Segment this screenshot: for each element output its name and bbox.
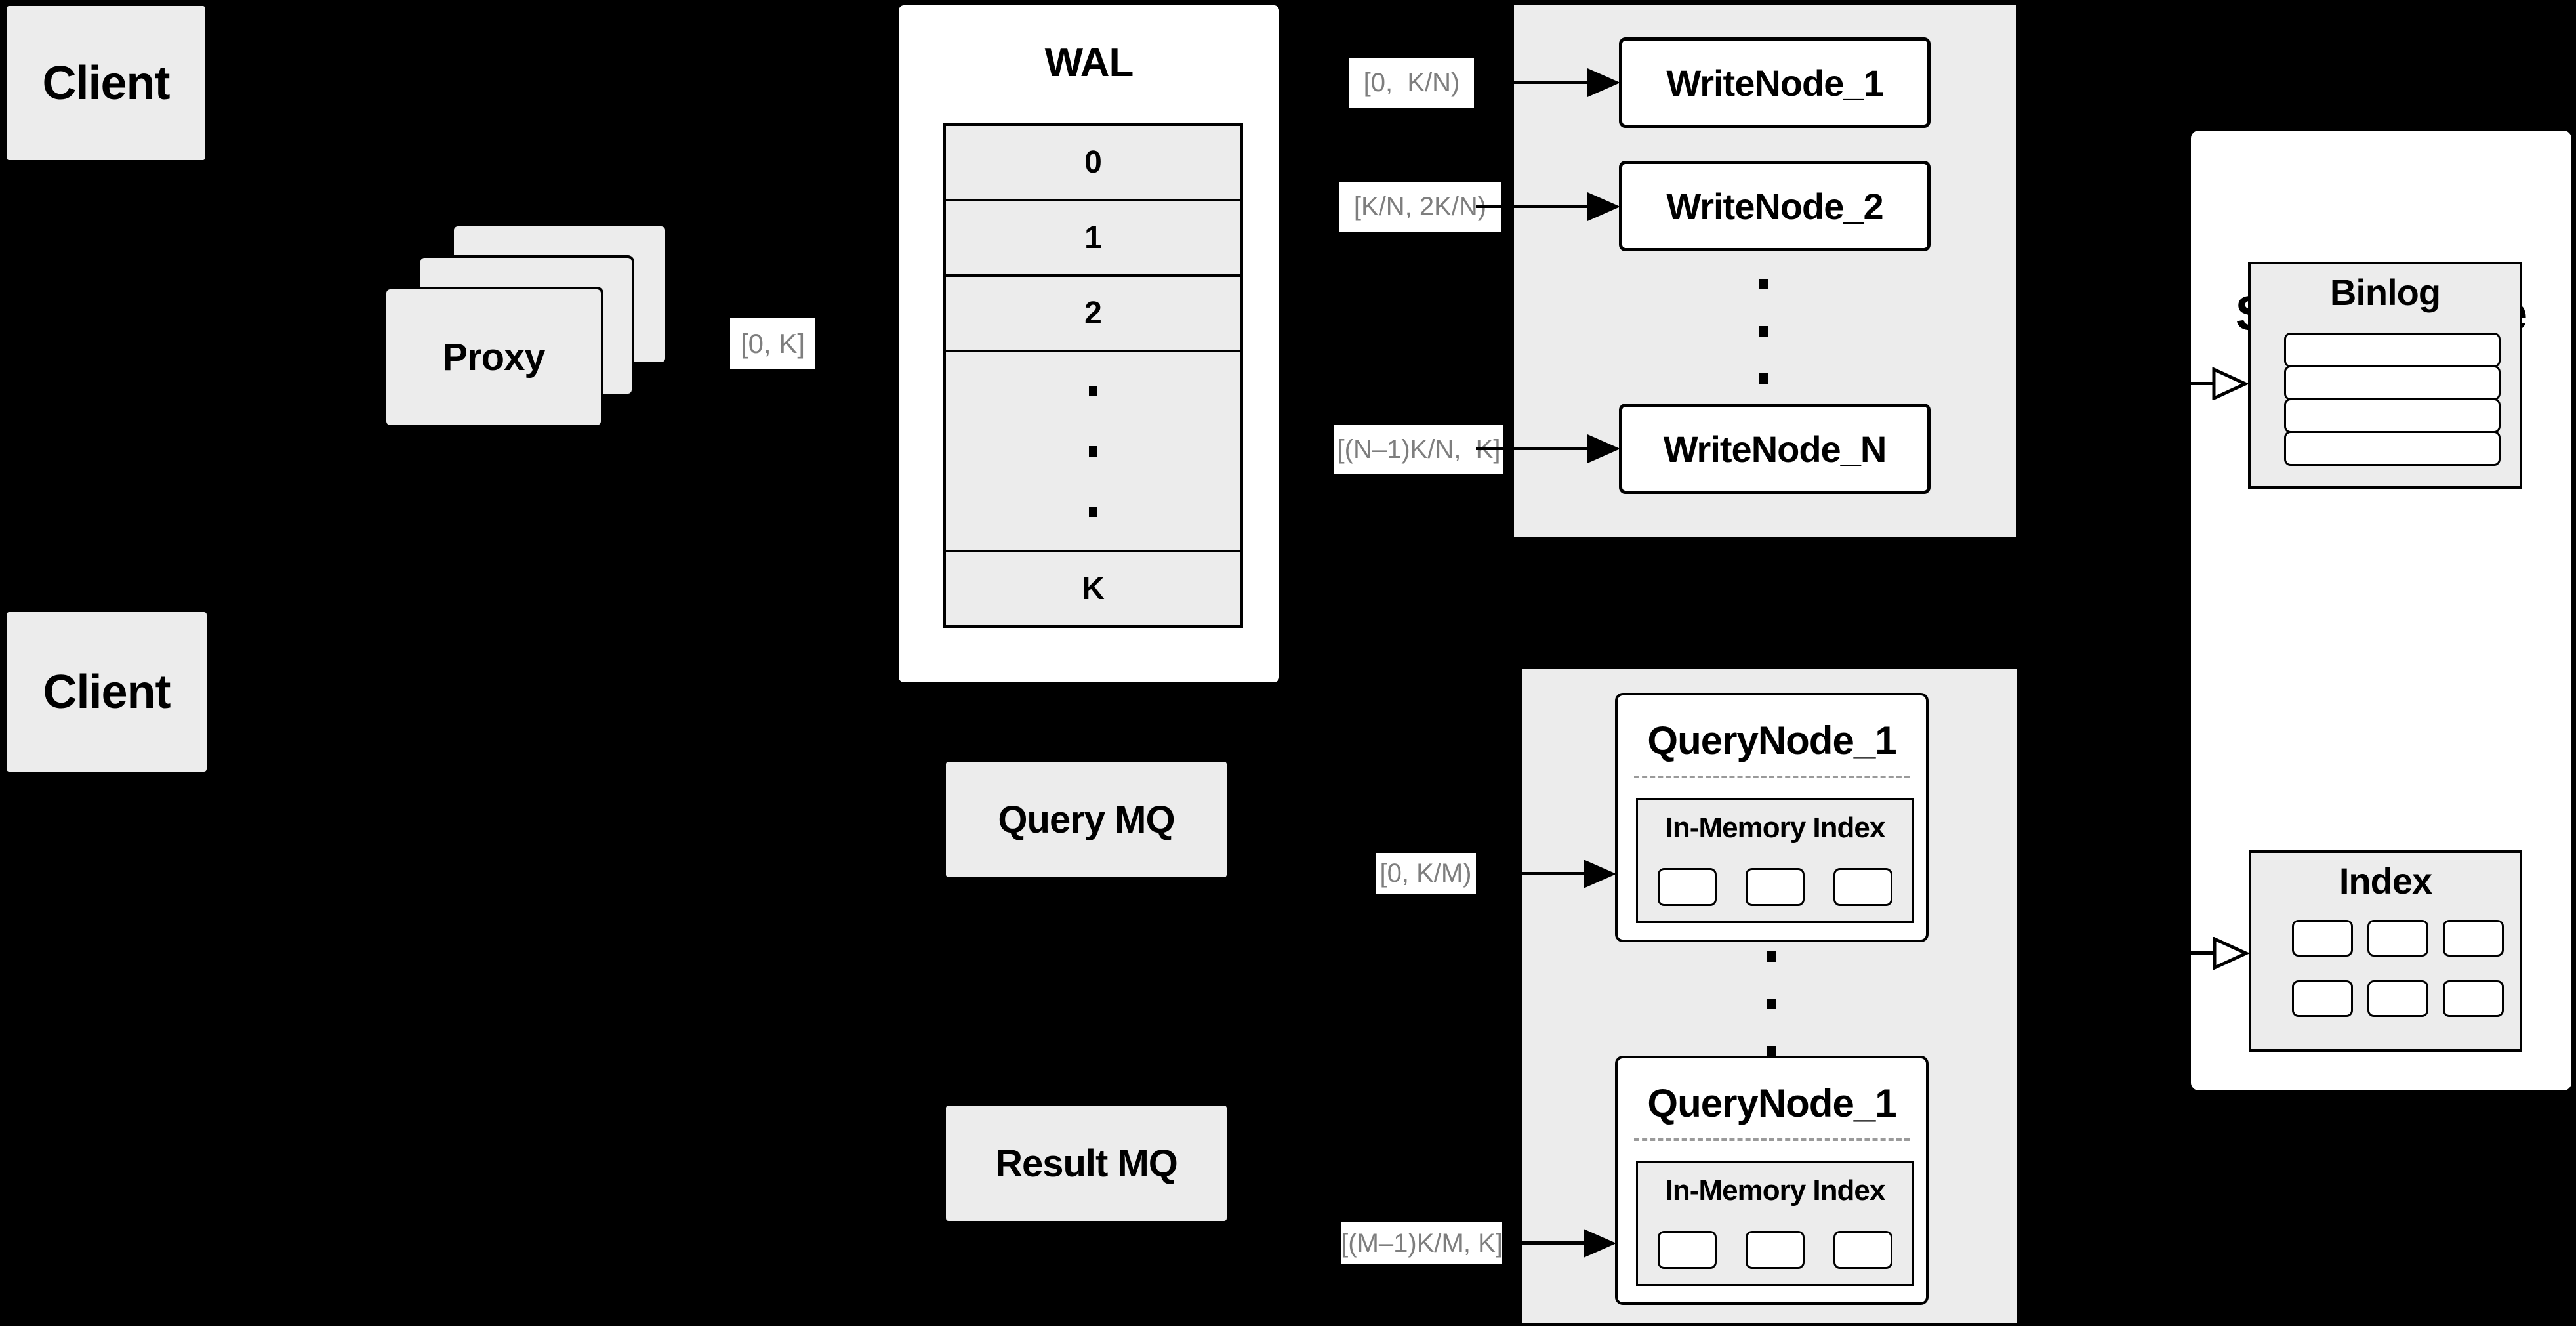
index-cell bbox=[2292, 920, 2353, 957]
wal-row-label: K bbox=[1082, 571, 1105, 606]
querynode-title: QueryNode_1 bbox=[1647, 1081, 1896, 1125]
querynode-title: QueryNode_1 bbox=[1647, 718, 1896, 762]
index-cell bbox=[2443, 980, 2504, 1017]
wal-row-ellipsis bbox=[946, 352, 1240, 552]
arrow-head bbox=[1587, 434, 1620, 463]
client-label: Client bbox=[42, 56, 170, 110]
proxy-box: Proxy bbox=[384, 287, 603, 428]
binlog-row bbox=[2284, 398, 2501, 433]
index-cell bbox=[2443, 920, 2504, 957]
in-memory-index-title: In-Memory Index bbox=[1665, 1174, 1886, 1207]
writenode-1-box: WriteNode_1 bbox=[1619, 37, 1931, 128]
arrow-line bbox=[1476, 81, 1590, 84]
writenode-n-box: WriteNode_N bbox=[1619, 404, 1931, 494]
arrow-head bbox=[1584, 1229, 1616, 1258]
index-cell bbox=[2367, 920, 2428, 957]
wal-title: WAL bbox=[1044, 40, 1134, 85]
dashed-divider bbox=[1634, 1138, 1910, 1141]
binlog-panel: Binlog bbox=[2248, 262, 2522, 489]
arrow-head bbox=[1587, 68, 1620, 97]
wal-table: 0 1 2 K bbox=[943, 123, 1243, 628]
binlog-row bbox=[2284, 333, 2501, 367]
arrow-line bbox=[1476, 447, 1590, 450]
wal-box: WAL 0 1 2 K bbox=[899, 5, 1279, 682]
writenode-label: WriteNode_2 bbox=[1666, 185, 1883, 227]
wal-row-1: 1 bbox=[946, 201, 1240, 277]
query-mq-label: Query MQ bbox=[998, 798, 1175, 841]
segment-cell bbox=[1746, 1231, 1805, 1269]
arrow-line bbox=[2158, 382, 2215, 385]
wal-row-0: 0 bbox=[946, 126, 1240, 201]
wal-row-k: K bbox=[946, 552, 1240, 625]
client-label: Client bbox=[43, 665, 171, 718]
proxy-label: Proxy bbox=[442, 336, 545, 379]
ellipsis-dots bbox=[1767, 951, 1776, 1056]
writenode-2-box: WriteNode_2 bbox=[1619, 161, 1931, 251]
client-box-bottom: Client bbox=[7, 612, 207, 772]
querynode-2-box: QueryNode_1 In-Memory Index bbox=[1615, 1056, 1929, 1305]
segment-cells bbox=[1658, 1231, 1892, 1269]
binlog-title: Binlog bbox=[2329, 272, 2441, 313]
index-title: Index bbox=[2339, 860, 2432, 901]
segment-cell bbox=[1658, 868, 1717, 906]
range-label-proxy-wal: [0, K] bbox=[730, 318, 815, 369]
ellipsis-dots bbox=[1089, 385, 1097, 517]
writenode-label: WriteNode_1 bbox=[1666, 62, 1883, 104]
wal-row-label: 2 bbox=[1084, 296, 1102, 331]
range-label-writenode-n: [(N–1)K/N, K] bbox=[1334, 425, 1503, 474]
index-cell bbox=[2292, 980, 2353, 1017]
hollow-arrow-head bbox=[2213, 937, 2249, 970]
segment-cell bbox=[1746, 868, 1805, 906]
in-memory-index-title: In-Memory Index bbox=[1665, 812, 1886, 844]
result-mq-label: Result MQ bbox=[995, 1142, 1178, 1185]
ellipsis-dots bbox=[1759, 279, 1768, 384]
range-label-writenode-2: [K/N, 2K/N) bbox=[1339, 182, 1501, 232]
binlog-row bbox=[2284, 365, 2501, 400]
store-engine-box: Store Engine Binlog Index bbox=[2191, 131, 2571, 1090]
result-mq-box: Result MQ bbox=[946, 1106, 1227, 1221]
index-panel: Index bbox=[2249, 850, 2522, 1052]
arrow-line bbox=[1482, 872, 1586, 875]
range-label-querynode-1: [0, K/M) bbox=[1376, 853, 1476, 894]
arrow-head bbox=[1587, 192, 1620, 221]
range-label-writenode-1: [0, K/N) bbox=[1349, 58, 1474, 108]
segment-cell bbox=[1658, 1231, 1717, 1269]
index-cell bbox=[2367, 980, 2428, 1017]
writenode-label: WriteNode_N bbox=[1663, 428, 1887, 470]
segment-cells bbox=[1658, 868, 1892, 906]
wal-row-label: 0 bbox=[1084, 145, 1102, 180]
wal-row-2: 2 bbox=[946, 277, 1240, 352]
query-mq-box: Query MQ bbox=[946, 762, 1227, 877]
segment-cell bbox=[1833, 868, 1892, 906]
wal-row-label: 1 bbox=[1084, 220, 1102, 255]
arrow-line bbox=[1476, 205, 1590, 208]
arrow-line bbox=[2158, 951, 2215, 955]
in-memory-index-panel: In-Memory Index bbox=[1636, 1161, 1914, 1286]
client-box-top: Client bbox=[7, 6, 205, 160]
in-memory-index-panel: In-Memory Index bbox=[1636, 798, 1914, 923]
arrow-line bbox=[1509, 1241, 1586, 1245]
hollow-arrow-head bbox=[2212, 367, 2249, 400]
arrow-head bbox=[1584, 860, 1616, 888]
dashed-divider bbox=[1634, 776, 1910, 778]
querynode-1-box: QueryNode_1 In-Memory Index bbox=[1615, 693, 1929, 942]
segment-cell bbox=[1833, 1231, 1892, 1269]
range-label-querynode-2: [(M–1)K/M, K] bbox=[1341, 1222, 1503, 1264]
binlog-row bbox=[2284, 431, 2501, 466]
